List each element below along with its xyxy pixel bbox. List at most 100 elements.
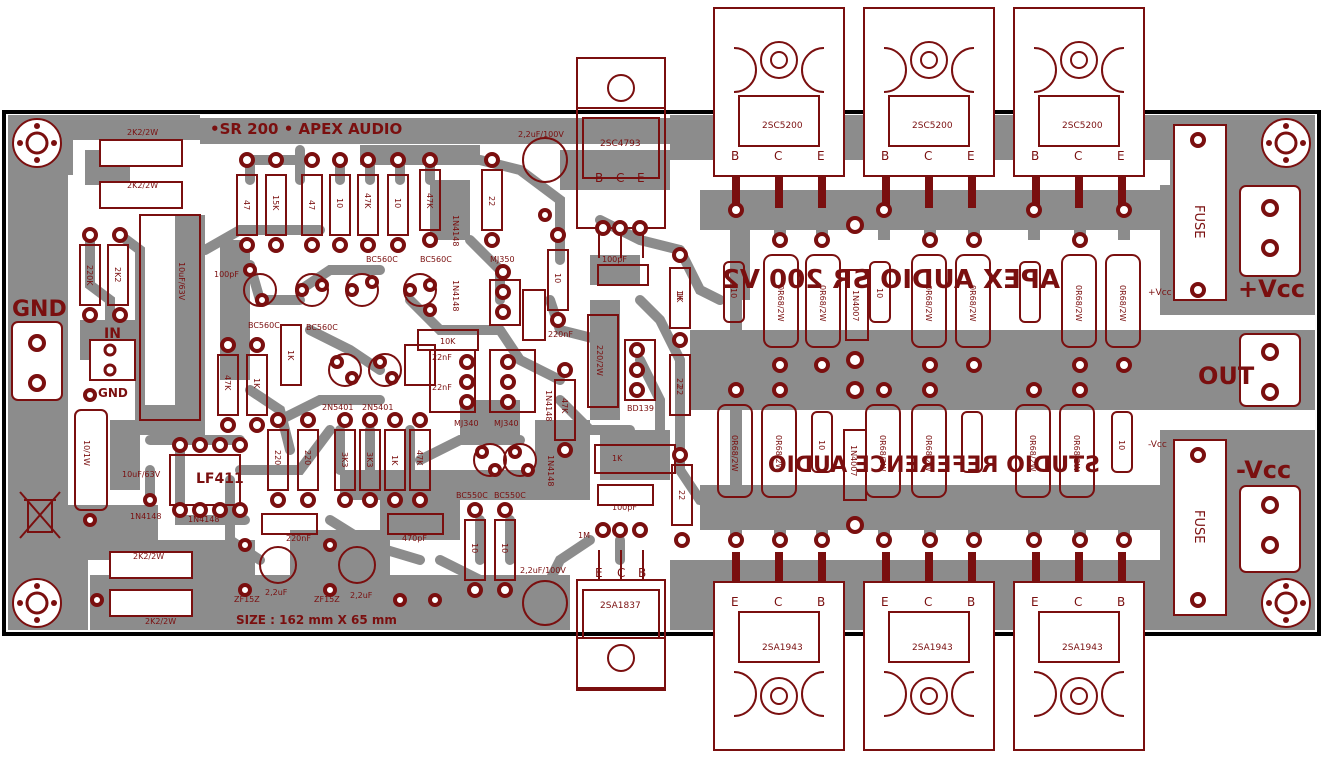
svg-text:3K3: 3K3 [365,452,374,467]
svg-text:10: 10 [817,440,826,450]
transistor-2sa1943 [1013,552,1145,751]
svg-text:2K2: 2K2 [113,267,122,282]
svg-text:1K: 1K [612,454,623,463]
svg-text:0R68/2W: 0R68/2W [924,285,933,322]
svg-text:1K: 1K [675,292,684,303]
part-label-2sc5200: 2SC5200 [1062,121,1103,131]
part-label-2sa1943: 2SA1943 [762,643,803,653]
svg-text:C: C [774,595,782,609]
weee-bin-icon [19,491,61,539]
svg-text:BC550C: BC550C [456,491,488,500]
svg-text:2,2uF/100V: 2,2uF/100V [520,566,566,575]
small-part-labels: BC560C BC560C BC560C BC560C 2N5401 2N540… [248,255,654,500]
svg-text:47K: 47K [223,375,232,391]
svg-text:MJ340: MJ340 [494,419,519,428]
svg-text:10: 10 [393,198,402,208]
svg-text:1N4148: 1N4148 [130,512,161,521]
board-title: •SR 200 • APEX AUDIO [210,120,402,138]
svg-text:2K2/2W: 2K2/2W [127,181,158,190]
svg-text:B: B [595,171,603,185]
svg-text:BC560C: BC560C [366,255,398,264]
svg-text:100pF: 100pF [612,503,637,512]
svg-text:10: 10 [500,543,509,553]
vcc-neg-small-label: -Vcc [1148,440,1167,450]
power-terminals [1173,124,1301,616]
transistor-2sc5200 [713,7,845,208]
svg-text:10: 10 [553,273,562,283]
svg-text:0R68/2W: 0R68/2W [1074,285,1083,322]
svg-text:E: E [967,149,975,163]
svg-text:10: 10 [875,288,884,298]
part-label-2sc5200: 2SC5200 [912,121,953,131]
output-pads [728,202,1132,548]
mounting-hole [1261,578,1311,628]
svg-text:47K: 47K [560,398,569,414]
signal-pads [82,152,690,607]
vcc-neg-label: -Vcc [1236,456,1291,484]
mounting-hole [12,578,62,628]
svg-text:BC560C: BC560C [248,321,280,330]
vcc-pos-label: +Vcc [1238,275,1305,303]
mounting-hole [12,118,62,168]
transistor-2sc5200 [1013,7,1145,208]
svg-text:22nF: 22nF [432,353,452,362]
svg-text:10uF/63V: 10uF/63V [177,262,186,301]
in-label: IN [104,326,121,342]
svg-text:E: E [731,595,739,609]
svg-text:ZF15Z: ZF15Z [314,595,340,604]
svg-text:E: E [881,595,889,609]
part-label-2sc5200: 2SC5200 [762,121,803,131]
svg-text:C: C [924,595,932,609]
svg-text:220: 220 [273,450,282,465]
transistor-2sc4793 [576,57,666,258]
svg-text:C: C [617,566,625,580]
gnd-label: GND [12,297,67,322]
svg-text:10K: 10K [440,337,456,346]
svg-text:2K2/2W: 2K2/2W [127,128,158,137]
svg-text:1N4148: 1N4148 [451,215,460,246]
svg-text:3K3: 3K3 [340,452,349,467]
mounting-holes [12,118,1311,628]
svg-text:220: 220 [303,450,312,465]
part-label-2sa1943: 2SA1943 [1062,643,1103,653]
svg-text:1K: 1K [252,378,261,389]
svg-text:2,2uF: 2,2uF [350,591,373,600]
transistor-2sa1943 [713,552,845,751]
svg-text:1M: 1M [578,531,590,540]
svg-text:C: C [924,149,932,163]
svg-text:C: C [774,149,782,163]
svg-text:22nF: 22nF [432,383,452,392]
mirror-text-top: APEX AUDIO SR 200 V2 [722,265,1060,295]
svg-text:1K: 1K [390,455,399,466]
svg-text:220nF: 220nF [548,330,573,339]
svg-text:C: C [1074,595,1082,609]
svg-text:1N4148: 1N4148 [544,390,553,421]
svg-text:15K: 15K [271,195,280,211]
svg-text:220nF: 220nF [286,534,311,543]
svg-text:10/1W: 10/1W [82,440,91,466]
svg-text:0R68/2W: 0R68/2W [776,285,785,322]
svg-text:C: C [1074,149,1082,163]
part-label-2sc4793: 2SC4793 [600,139,641,149]
part-label-2sa1943: 2SA1943 [912,643,953,653]
svg-text:220/2W: 220/2W [595,345,604,376]
svg-text:1N4007: 1N4007 [849,445,858,476]
svg-text:B: B [967,595,975,609]
diode-labels: 1N4148 1N4148 1N4148 1N4148 1N4148 1N414… [130,215,860,604]
svg-text:47K: 47K [415,450,424,466]
board-outline [2,110,1321,636]
svg-text:22: 22 [487,196,496,206]
svg-text:0R68/2W: 0R68/2W [1118,285,1127,322]
svg-text:E: E [1031,595,1039,609]
svg-text:10: 10 [1117,440,1126,450]
svg-text:2,2uF/100V: 2,2uF/100V [518,130,564,139]
svg-text:B: B [1031,149,1039,163]
resistor-labels: 2K2/2W 2K2/2W 47 15K 47 10 47K 10 47K 22… [82,128,1127,626]
vcc-pos-small-label: +Vcc [1148,288,1172,298]
svg-text:22: 22 [677,490,686,500]
svg-text:10: 10 [335,198,344,208]
out-label: OUT [1198,362,1255,390]
svg-text:B: B [638,566,646,580]
svg-text:ZF15Z: ZF15Z [234,595,260,604]
